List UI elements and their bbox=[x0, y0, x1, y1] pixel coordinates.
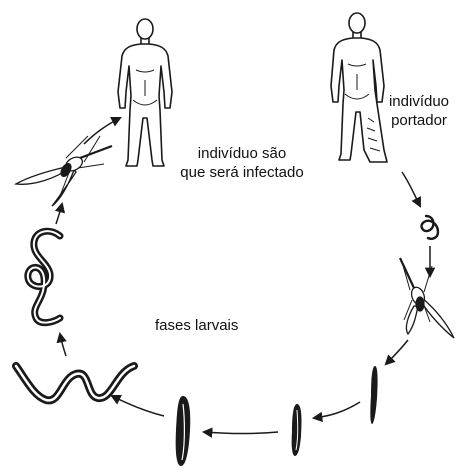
label-carrier-line1: indivíduo bbox=[378, 92, 460, 111]
arrow-thin-to-medium-larva bbox=[314, 402, 360, 418]
mosquito-upper bbox=[16, 136, 112, 206]
larva-coiled bbox=[28, 231, 60, 322]
larva-wavy bbox=[16, 366, 134, 400]
label-healthy-line1: indivíduo são bbox=[166, 144, 318, 163]
carrier-person-figure bbox=[331, 13, 387, 162]
label-carrier-line2: portador bbox=[378, 111, 460, 130]
arrow-coiled-to-mosquito bbox=[56, 204, 62, 224]
arrow-carrier-to-microfilaria bbox=[402, 172, 420, 206]
mosquito-right bbox=[400, 258, 454, 338]
label-healthy-line2: que será infectado bbox=[166, 163, 318, 182]
arrow-large-to-wavy-larva bbox=[112, 396, 164, 416]
arrow-medium-to-large-larva bbox=[204, 432, 278, 434]
arrow-mosquito-to-thin-larva bbox=[386, 340, 408, 364]
arrow-wavy-to-coiled-larva bbox=[60, 334, 66, 356]
healthy-person-figure bbox=[118, 19, 172, 166]
larva-medium bbox=[292, 404, 302, 456]
arrow-mosquito-to-healthy bbox=[84, 118, 120, 144]
label-healthy-person: indivíduo são que será infectado bbox=[166, 144, 318, 182]
microfilaria bbox=[422, 216, 438, 239]
label-larval-stages: fases larvais bbox=[155, 316, 238, 335]
label-carrier-person: indivíduo portador bbox=[378, 92, 460, 130]
larva-thin bbox=[370, 366, 377, 424]
larva-large bbox=[176, 396, 191, 466]
